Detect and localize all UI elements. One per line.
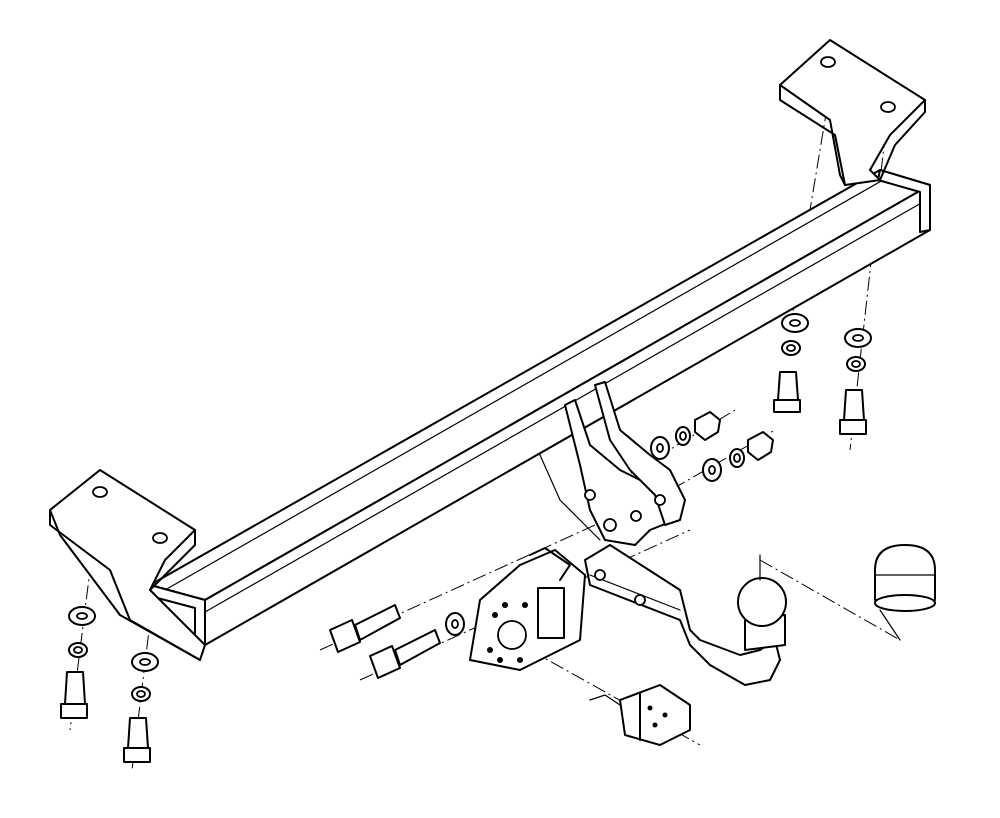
washer-hole [136, 690, 146, 698]
socket-pin [647, 705, 653, 711]
left-bracket-edge [149, 529, 196, 591]
left-fixing-screws [60, 606, 159, 763]
tow-arm-hole [634, 594, 646, 606]
socket-plate-rivet [502, 602, 508, 608]
left-bracket-plate [49, 469, 206, 661]
washer-hole [139, 658, 151, 666]
screw-shank [64, 671, 86, 705]
tow-plate-hole [603, 518, 617, 532]
socket-plate-rivet [517, 657, 523, 663]
crossbar-edge-line [164, 175, 891, 591]
bolt-head [369, 645, 401, 679]
washer-hole [851, 360, 861, 368]
socket-plate-flange [529, 547, 571, 581]
nut [747, 431, 774, 461]
bolt-shank-threaded [394, 629, 441, 666]
tow-arm-hole [594, 569, 606, 581]
long-bolts [329, 604, 465, 679]
socket-plate-rivet [497, 657, 503, 663]
nut [694, 411, 721, 441]
washer-hole [451, 619, 459, 629]
center-tow-plate [539, 381, 686, 546]
socket-pin [662, 712, 668, 718]
right-bracket-edge [779, 84, 846, 186]
electrical-socket [589, 684, 691, 746]
socket-plate-center-hole [497, 620, 527, 650]
tow-arm-edge [589, 574, 681, 611]
plate-fasteners [650, 411, 774, 482]
washer-hole [679, 431, 687, 441]
bolt-head [329, 619, 361, 653]
socket-plate-rivet [492, 612, 498, 618]
right-mounting-bracket [779, 39, 926, 186]
washer-hole [852, 334, 864, 342]
bolt-shank-threaded [354, 604, 401, 641]
tow-ball [737, 577, 787, 627]
left-bracket-edge [49, 509, 201, 661]
screw-shank [777, 371, 799, 401]
screw-head [123, 747, 151, 763]
socket-plate-rivet [522, 602, 528, 608]
left-bracket-hole [152, 532, 168, 544]
washer-hole [786, 344, 796, 352]
right-bracket-plate [779, 39, 926, 186]
screw-head [773, 399, 801, 413]
axis-ball-cap [759, 559, 901, 641]
tow-plate-hole [654, 494, 666, 506]
tow-plate-hole [584, 489, 596, 501]
left-mounting-bracket [49, 469, 206, 661]
socket-pin [652, 722, 658, 728]
screw-head [839, 419, 867, 435]
cap-body [874, 544, 936, 601]
washer-hole [73, 646, 83, 654]
washer-hole [76, 612, 88, 620]
washer-hole [733, 453, 741, 463]
tow-plate-hole [630, 510, 642, 522]
socket-housing [619, 684, 691, 746]
washer-hole [789, 319, 801, 327]
tow-plate-gusset [539, 454, 601, 541]
right-bracket-edge [879, 99, 926, 181]
socket-plate-window [537, 587, 565, 639]
right-fixing-screws [773, 313, 872, 435]
axis-right-bracket-hole-2 [849, 109, 889, 451]
socket-plate-rivet [487, 647, 493, 653]
crossbar-top-face [149, 169, 931, 601]
screw-head [60, 703, 88, 719]
tow-arm [584, 544, 787, 686]
washer-hole [708, 465, 716, 475]
screw-shank [127, 717, 149, 749]
tow-arm-body [584, 544, 781, 686]
ball-cover-cap [874, 544, 936, 612]
left-bracket-hole [92, 486, 108, 498]
cap-rim [874, 594, 936, 612]
washer-hole [656, 443, 664, 453]
socket-mounting-plate [469, 547, 586, 671]
screw-shank [843, 389, 865, 421]
construction-line [879, 609, 901, 641]
right-bracket-hole [820, 56, 836, 68]
right-bracket-hole [880, 101, 896, 113]
tow-plate-right [594, 381, 686, 526]
